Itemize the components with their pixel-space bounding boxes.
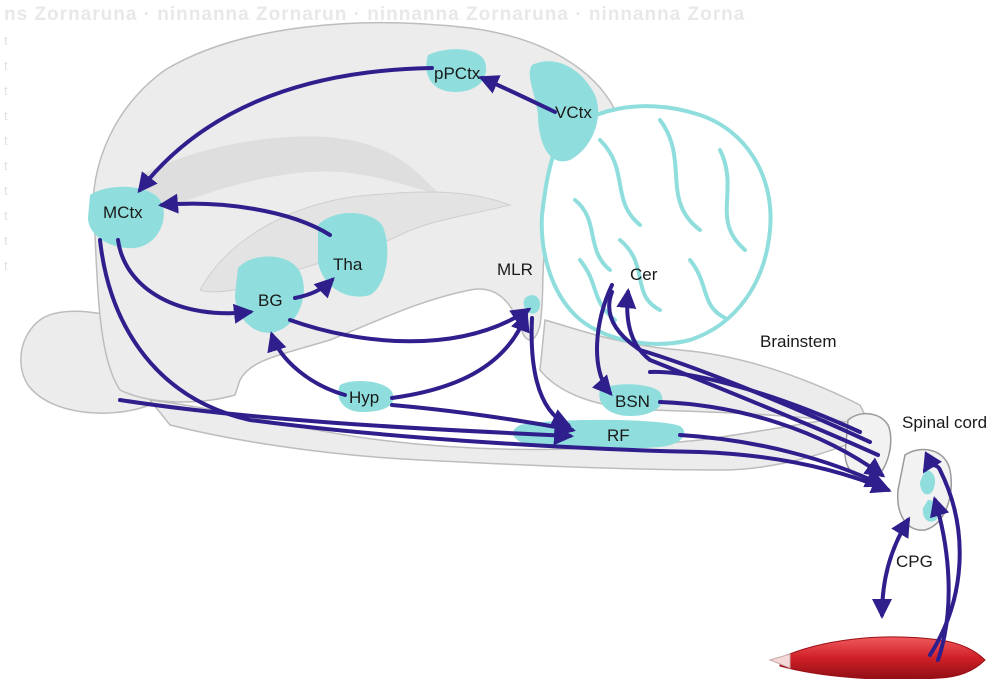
label-MLR: MLR (497, 260, 533, 279)
svg-text:t: t (4, 58, 8, 73)
svg-text:t: t (4, 208, 8, 223)
side-watermark: t t t t t t t t t t (4, 33, 8, 273)
watermark-text: ns Zornaruna · ninnanna Zornarun · ninna… (4, 4, 745, 25)
svg-text:t: t (4, 133, 8, 148)
watermark: ns Zornaruna · ninnanna Zornarun · ninna… (0, 0, 994, 30)
svg-text:t: t (4, 233, 8, 248)
muscle (770, 637, 985, 679)
label-Cer: Cer (630, 265, 658, 284)
svg-text:t: t (4, 258, 8, 273)
label-Spinal-cord: Spinal cord (902, 413, 987, 432)
label-CPG: CPG (896, 552, 933, 571)
label-pPCtx: pPCtx (434, 64, 481, 83)
label-BSN: BSN (615, 392, 650, 411)
label-Brainstem: Brainstem (760, 332, 837, 351)
svg-text:t: t (4, 108, 8, 123)
svg-text:t: t (4, 158, 8, 173)
label-Tha: Tha (333, 255, 363, 274)
label-Hyp: Hyp (349, 388, 379, 407)
svg-text:t: t (4, 83, 8, 98)
svg-text:t: t (4, 183, 8, 198)
label-RF: RF (607, 426, 630, 445)
label-BG: BG (258, 291, 283, 310)
svg-text:t: t (4, 33, 8, 48)
label-VCtx: VCtx (555, 103, 592, 122)
arrow-hyp-mlr (392, 315, 526, 398)
label-MCtx: MCtx (103, 203, 143, 222)
